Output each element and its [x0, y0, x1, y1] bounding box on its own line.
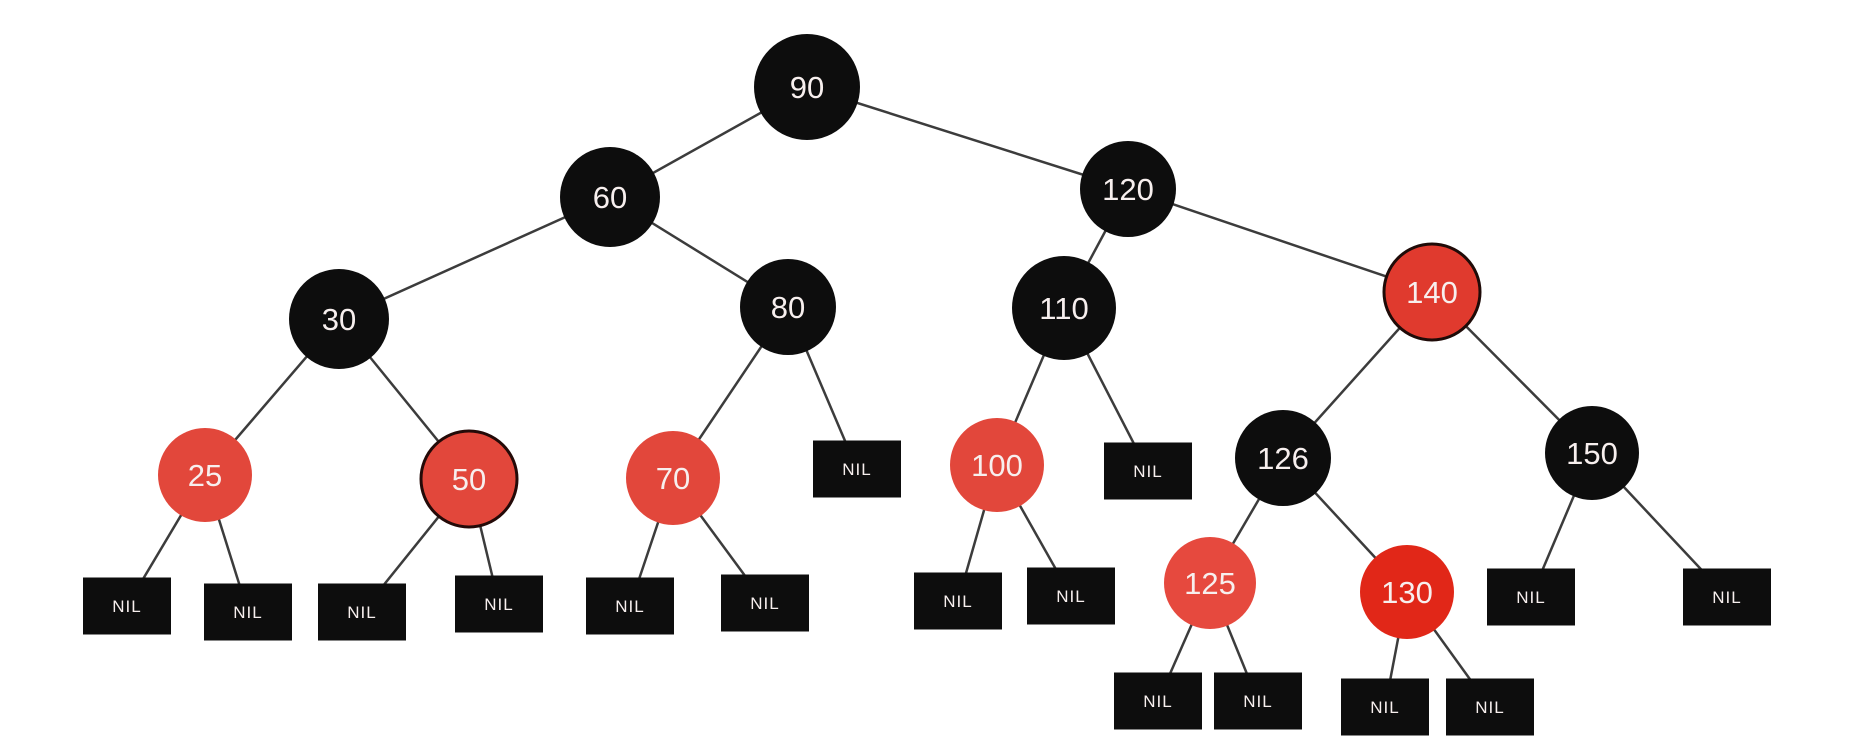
- tree-node-120: 120: [1080, 141, 1176, 237]
- tree-node-60: 60: [560, 147, 660, 247]
- red-node-circle: [1164, 537, 1256, 629]
- nil-box: [586, 577, 674, 635]
- nil-box: [1487, 568, 1575, 626]
- nil-leaf: NIL: [586, 577, 674, 635]
- red-node-circle: [158, 428, 252, 522]
- tree-node-70: 70: [626, 431, 720, 525]
- tree-node-140: 140: [1382, 242, 1482, 342]
- nil-box: [914, 572, 1002, 630]
- nil-leaf: NIL: [1341, 678, 1429, 736]
- nil-box: [1446, 678, 1534, 736]
- tree-node-80: 80: [740, 259, 836, 355]
- nil-leaf: NIL: [1027, 567, 1115, 625]
- nil-box: [318, 583, 406, 641]
- nil-box: [1683, 568, 1771, 626]
- nil-leaf: NIL: [914, 572, 1002, 630]
- nil-leaf: NIL: [1104, 442, 1192, 500]
- black-node-circle: [740, 259, 836, 355]
- tree-node-50: 50: [419, 429, 519, 529]
- nil-box: [1027, 567, 1115, 625]
- nil-leaf: NIL: [721, 574, 809, 632]
- black-node-circle: [1080, 141, 1176, 237]
- red-node-circle: [950, 418, 1044, 512]
- red-node-circle: [1360, 545, 1454, 639]
- nil-box: [455, 575, 543, 633]
- nil-leaf: NIL: [455, 575, 543, 633]
- black-node-circle: [560, 147, 660, 247]
- red-node-circle: [626, 431, 720, 525]
- nil-leaf: NIL: [1446, 678, 1534, 736]
- nil-leaf: NIL: [1683, 568, 1771, 626]
- tree-node-25: 25: [158, 428, 252, 522]
- tree-node-130: 130: [1360, 545, 1454, 639]
- nil-box: [1104, 442, 1192, 500]
- tree-edge: [806, 85, 1129, 191]
- tree-node-30: 30: [289, 269, 389, 369]
- nil-leaf: NIL: [1487, 568, 1575, 626]
- tree-node-110: 110: [1012, 256, 1116, 360]
- nil-box: [813, 440, 901, 498]
- tree-node-100: 100: [950, 418, 1044, 512]
- black-node-circle: [754, 34, 860, 140]
- nil-box: [1341, 678, 1429, 736]
- black-node-circle: [289, 269, 389, 369]
- nil-box: [204, 583, 292, 641]
- tree-node-150: 150: [1545, 406, 1639, 500]
- nil-box: [1114, 672, 1202, 730]
- nil-box: [721, 574, 809, 632]
- red-node-circle: [1382, 242, 1482, 342]
- nil-leaf: NIL: [813, 440, 901, 498]
- black-node-circle: [1012, 256, 1116, 360]
- tree-node-126: 126: [1235, 410, 1331, 506]
- nil-leaf: NIL: [1114, 672, 1202, 730]
- nil-leaf: NIL: [83, 577, 171, 635]
- red-node-circle: [419, 429, 519, 529]
- nil-leaf: NIL: [204, 583, 292, 641]
- tree-node-125: 125: [1164, 537, 1256, 629]
- black-node-circle: [1235, 410, 1331, 506]
- tree-node-90: 90: [754, 34, 860, 140]
- tree-edge: [1127, 187, 1433, 294]
- black-node-circle: [1545, 406, 1639, 500]
- nil-box: [83, 577, 171, 635]
- nil-box: [1214, 672, 1302, 730]
- nil-leaf: NIL: [1214, 672, 1302, 730]
- nil-leaf: NIL: [318, 583, 406, 641]
